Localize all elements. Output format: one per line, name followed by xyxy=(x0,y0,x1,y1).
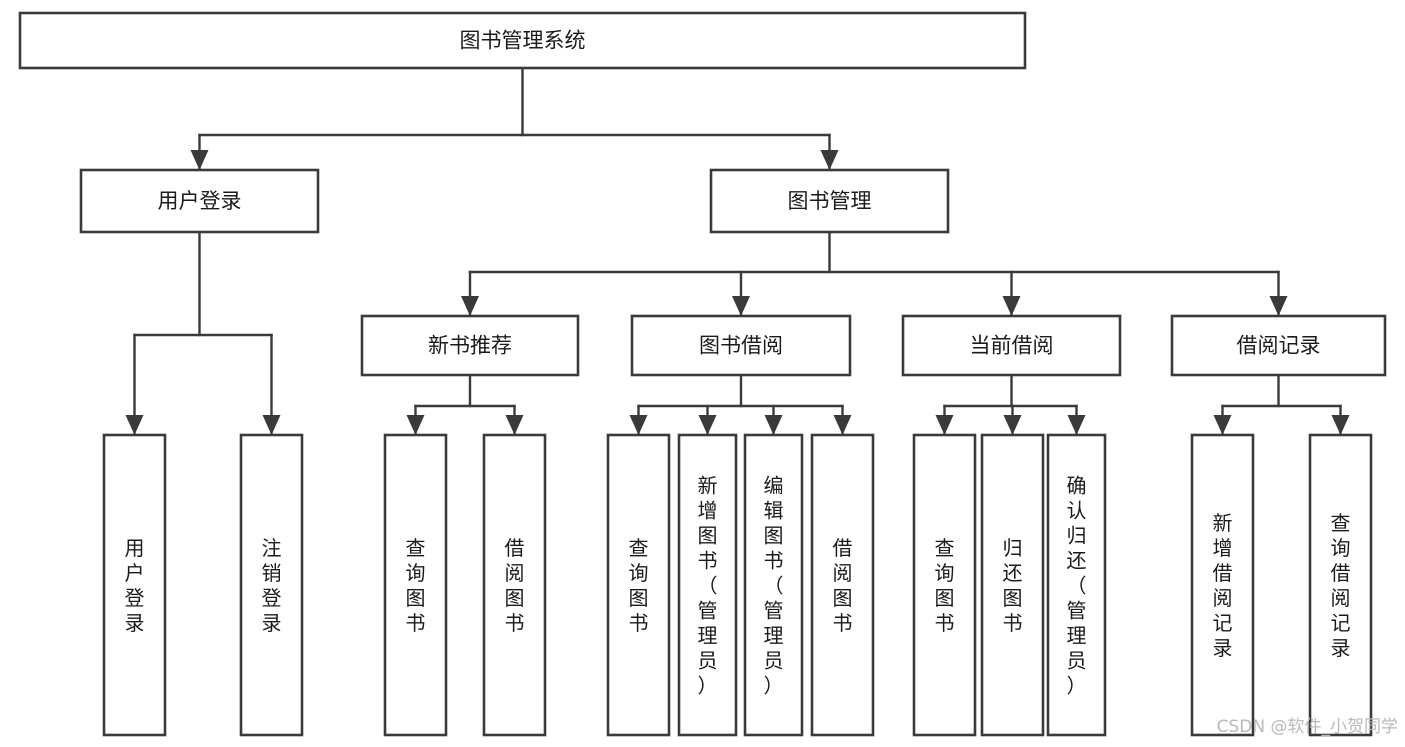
node-label: 新增借阅记录 xyxy=(1213,511,1233,660)
arrow-head xyxy=(1269,296,1288,316)
node-label: 查询图书 xyxy=(629,536,649,635)
arrow-head xyxy=(732,296,750,316)
node-box xyxy=(482,433,547,737)
node-layer: 用户登录图书管理新书推荐图书借阅当前借阅借阅记录用户登录注销登录查询图书借阅图书… xyxy=(18,11,1387,737)
node-leaf-1[interactable]: 注销登录 xyxy=(239,433,304,737)
arrow-head xyxy=(406,415,425,435)
node-label: 图书管理系统 xyxy=(460,29,586,53)
node-label: 用户登录 xyxy=(125,536,145,635)
node-label: 当前借阅 xyxy=(970,334,1054,358)
node-leaf-5[interactable]: 新增图书（管理员） xyxy=(677,433,738,737)
node-box xyxy=(901,314,1122,377)
node-label: 借阅图书 xyxy=(505,536,525,635)
node-box xyxy=(677,433,738,737)
node-box xyxy=(743,433,804,737)
node-label: 确认归还（管理员） xyxy=(1067,474,1087,698)
node-label: 归还图书 xyxy=(1003,536,1023,635)
node-level3-0[interactable]: 新书推荐 xyxy=(360,314,580,377)
node-level3-2[interactable]: 当前借阅 xyxy=(901,314,1122,377)
node-box xyxy=(1170,314,1387,377)
node-root-0[interactable]: 图书管理系统 xyxy=(18,11,1027,70)
node-label: 借阅图书 xyxy=(833,536,853,635)
node-label: 图书借阅 xyxy=(699,334,783,358)
node-leaf-6[interactable]: 编辑图书（管理员） xyxy=(743,433,804,737)
node-box xyxy=(810,433,875,737)
node-leaf-10[interactable]: 确认归还（管理员） xyxy=(1046,433,1107,737)
node-leaf-3[interactable]: 借阅图书 xyxy=(482,433,547,737)
arrow-head xyxy=(505,415,524,435)
node-box xyxy=(980,433,1045,737)
node-label: 新书推荐 xyxy=(428,334,512,358)
node-box xyxy=(709,168,950,234)
node-box xyxy=(630,314,852,377)
node-leaf-7[interactable]: 借阅图书 xyxy=(810,433,875,737)
arrow-head xyxy=(190,150,209,170)
node-box xyxy=(79,168,320,234)
node-label: 查询借阅记录 xyxy=(1331,511,1351,660)
node-leaf-0[interactable]: 用户登录 xyxy=(102,433,167,737)
arrow-head xyxy=(820,150,839,170)
node-leaf-11[interactable]: 新增借阅记录 xyxy=(1190,433,1255,737)
node-label: 图书管理 xyxy=(788,189,872,213)
node-box xyxy=(912,433,977,737)
node-leaf-4[interactable]: 查询图书 xyxy=(606,433,671,737)
node-box xyxy=(1046,433,1107,737)
node-box xyxy=(18,11,1027,70)
node-box xyxy=(383,433,448,737)
node-label: 编辑图书（管理员） xyxy=(764,474,784,698)
node-level3-3[interactable]: 借阅记录 xyxy=(1170,314,1387,377)
node-label: 用户登录 xyxy=(158,189,242,213)
node-leaf-9[interactable]: 归还图书 xyxy=(980,433,1045,737)
arrow-head xyxy=(764,415,783,435)
node-label: 借阅记录 xyxy=(1237,334,1321,358)
node-level2-1[interactable]: 图书管理 xyxy=(709,168,950,234)
node-label: 新增图书（管理员） xyxy=(698,474,718,698)
arrow-head xyxy=(125,415,144,435)
node-box xyxy=(102,433,167,737)
arrow-head xyxy=(461,296,479,316)
node-label: 注销登录 xyxy=(262,536,282,635)
node-box xyxy=(239,433,304,737)
node-leaf-12[interactable]: 查询借阅记录 xyxy=(1308,433,1373,737)
arrow-head xyxy=(833,415,852,435)
arrow-head xyxy=(1002,296,1021,316)
arrow-head xyxy=(1067,415,1086,435)
arrow-head xyxy=(1003,415,1022,435)
node-level2-0[interactable]: 用户登录 xyxy=(79,168,320,234)
arrow-head xyxy=(629,415,648,435)
arrow-head xyxy=(1331,415,1350,435)
node-box xyxy=(1190,433,1255,737)
csdn-watermark: CSDN @软件_小贺同学 xyxy=(1217,717,1398,737)
node-level3-1[interactable]: 图书借阅 xyxy=(630,314,852,377)
arrow-head xyxy=(698,415,717,435)
arrow-head xyxy=(262,415,281,435)
node-label: 查询图书 xyxy=(406,536,426,635)
node-label: 查询图书 xyxy=(935,536,955,635)
node-leaf-8[interactable]: 查询图书 xyxy=(912,433,977,737)
node-box xyxy=(606,433,671,737)
node-leaf-2[interactable]: 查询图书 xyxy=(383,433,448,737)
node-box xyxy=(360,314,580,377)
connector-layer xyxy=(125,66,1350,437)
node-box xyxy=(1308,433,1373,737)
arrow-head xyxy=(1213,415,1232,435)
arrow-head xyxy=(935,415,954,435)
